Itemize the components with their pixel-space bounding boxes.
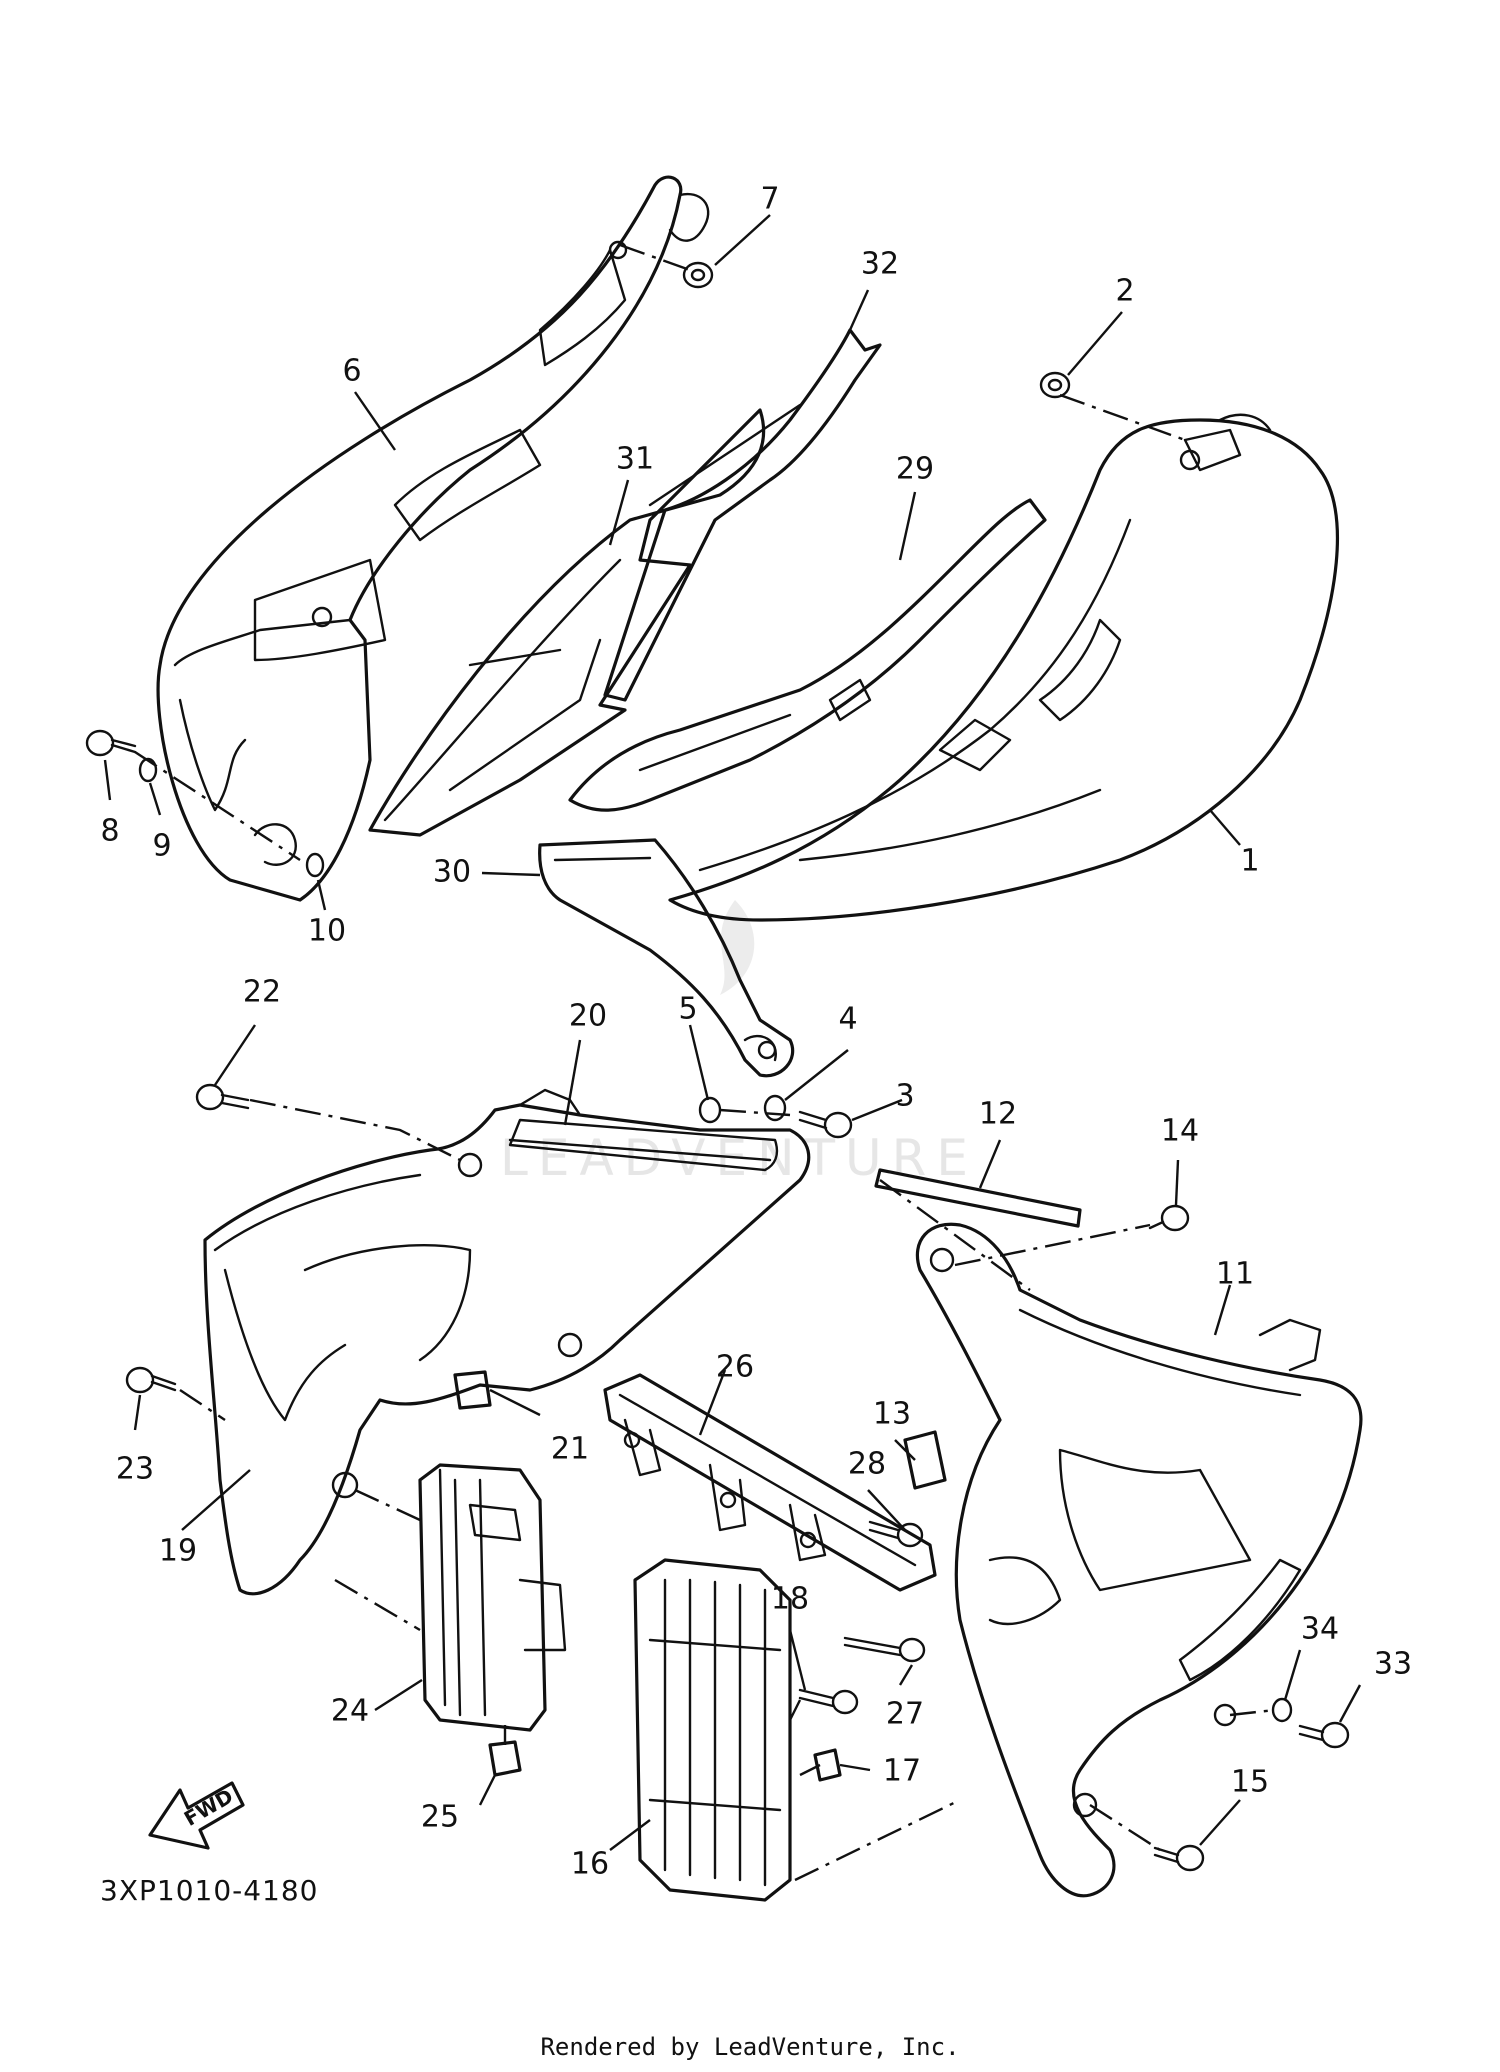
callout-13[interactable]: 13	[873, 1397, 911, 1432]
callout-2[interactable]: 2	[1115, 274, 1134, 309]
part-21-pad[interactable]	[453, 1370, 492, 1410]
part-8-bolt[interactable]	[85, 729, 137, 757]
part-19-left-air-scoop[interactable]	[203, 1088, 811, 1596]
part-2-nut[interactable]	[1039, 371, 1071, 399]
callout-1[interactable]: 1	[1240, 844, 1259, 879]
callout-6[interactable]: 6	[342, 354, 361, 389]
part-23-bolt[interactable]	[125, 1366, 177, 1394]
part-30-side-panel[interactable]	[538, 838, 795, 1078]
part-12-bar[interactable]	[874, 1168, 1082, 1228]
callout-10[interactable]: 10	[308, 914, 346, 949]
callout-7[interactable]: 7	[760, 182, 779, 217]
leader-lines	[103, 214, 1362, 1851]
callout-26[interactable]: 26	[716, 1350, 754, 1385]
callout-20[interactable]: 20	[569, 999, 607, 1034]
part-9-washer[interactable]	[138, 757, 158, 783]
part-10-washer[interactable]	[305, 852, 325, 878]
part-28-bolt[interactable]	[868, 1520, 924, 1548]
part-24-intake-duct[interactable]	[418, 1463, 567, 1732]
callout-19[interactable]: 19	[159, 1534, 197, 1569]
callout-16[interactable]: 16	[571, 1847, 609, 1882]
callout-32[interactable]: 32	[861, 247, 899, 282]
callout-14[interactable]: 14	[1161, 1114, 1199, 1149]
part-26-bracket[interactable]	[603, 1373, 937, 1592]
callout-23[interactable]: 23	[116, 1452, 154, 1487]
part-3-bolt[interactable]	[798, 1110, 853, 1139]
callouts: 7 32 2 6 31 29 1 30 8 9 10 22 5 20 4 3 1…	[100, 182, 1412, 1882]
hardware	[85, 261, 1350, 1872]
callout-34[interactable]: 34	[1301, 1612, 1339, 1647]
part-18-bolt[interactable]	[798, 1688, 859, 1715]
callout-30[interactable]: 30	[433, 855, 471, 890]
part-15-bolt[interactable]	[1153, 1844, 1205, 1872]
part-34-washer[interactable]	[1271, 1697, 1293, 1723]
callout-3[interactable]: 3	[895, 1079, 914, 1114]
callout-33[interactable]: 33	[1374, 1647, 1412, 1682]
callout-21[interactable]: 21	[551, 1432, 589, 1467]
callout-28[interactable]: 28	[848, 1447, 886, 1482]
part-7-nut[interactable]	[682, 261, 714, 289]
part-13-pad[interactable]	[903, 1430, 947, 1490]
callout-12[interactable]: 12	[979, 1097, 1017, 1132]
callout-9[interactable]: 9	[152, 829, 171, 864]
callout-29[interactable]: 29	[896, 452, 934, 487]
part-5-washer[interactable]	[698, 1096, 722, 1124]
callout-31[interactable]: 31	[616, 442, 654, 477]
callout-18[interactable]: 18	[771, 1582, 809, 1617]
part-6-left-side-cover[interactable]	[156, 175, 710, 902]
callout-8[interactable]: 8	[100, 814, 119, 849]
callout-22[interactable]: 22	[243, 975, 281, 1010]
part-32-graphic-strip[interactable]	[603, 328, 882, 702]
callout-25[interactable]: 25	[421, 1800, 459, 1835]
part-11-right-air-scoop[interactable]	[915, 1222, 1363, 1898]
part-31-left-graphic[interactable]	[368, 408, 766, 837]
part-16-radiator-grille[interactable]	[633, 1558, 792, 1902]
callout-4[interactable]: 4	[838, 1002, 857, 1037]
part-22-bolt[interactable]	[195, 1083, 250, 1111]
part-25-nut[interactable]	[488, 1740, 522, 1777]
callout-17[interactable]: 17	[883, 1754, 921, 1789]
part-1-right-side-cover[interactable]	[668, 413, 1340, 922]
render-credit: Rendered by LeadVenture, Inc.	[540, 2033, 959, 2061]
assembly-lines	[134, 243, 1276, 1882]
callout-24[interactable]: 24	[331, 1694, 369, 1729]
part-33-bolt[interactable]	[1298, 1721, 1350, 1749]
part-4-washer[interactable]	[763, 1094, 787, 1122]
callout-5[interactable]: 5	[678, 992, 697, 1027]
part-14-bolt[interactable]	[1148, 1204, 1190, 1232]
part-17-nut[interactable]	[813, 1748, 842, 1782]
callout-27[interactable]: 27	[886, 1697, 924, 1732]
part-27-bolt[interactable]	[843, 1636, 926, 1663]
forward-direction-arrow: FWD	[148, 1781, 245, 1850]
part-29-right-graphic[interactable]	[568, 498, 1047, 812]
drawing-code: 3XP1010-4180	[100, 1874, 319, 1907]
callout-11[interactable]: 11	[1216, 1257, 1254, 1292]
callout-15[interactable]: 15	[1231, 1765, 1269, 1800]
